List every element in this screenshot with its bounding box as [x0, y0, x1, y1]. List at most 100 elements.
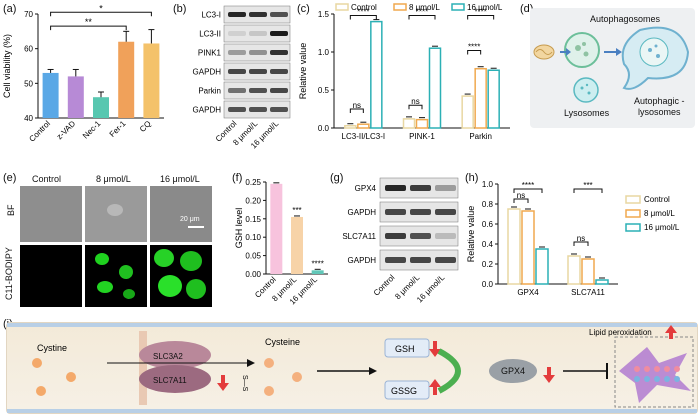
bf-image-8	[85, 186, 147, 242]
legend-label: 8 μmol/L	[409, 3, 440, 12]
significance-bracket	[467, 15, 495, 20]
panel-label-b: (b)	[173, 3, 187, 15]
blot-band	[249, 69, 267, 74]
y-tick-label: 0.2	[482, 260, 494, 269]
bar	[487, 69, 500, 129]
legend-label: 16 μmol/L	[644, 223, 680, 232]
microscopy-panel-e: Control 8 μmol/L 16 μmol/L BF C11-BODIPY…	[0, 172, 232, 312]
blot-band	[228, 50, 246, 55]
ss-bond-label: S—S	[241, 375, 248, 392]
blot-band	[270, 31, 288, 36]
gsh-label: GSH	[395, 344, 415, 354]
blot-band	[435, 233, 456, 239]
legend-swatch	[625, 223, 641, 232]
down-arrow-icon	[217, 375, 229, 391]
bar	[595, 279, 609, 285]
blot-band	[249, 12, 267, 17]
fluor-image-16	[150, 245, 212, 307]
bar	[535, 248, 549, 285]
blot-row-label: GAPDH	[348, 256, 377, 265]
panel-label-f: (f)	[232, 172, 243, 184]
bar	[461, 95, 474, 129]
col-label-control: Control	[32, 174, 62, 184]
blot-row-label: LC3-I	[201, 11, 221, 20]
row-label-bf: BF	[6, 204, 16, 216]
legend-swatch	[451, 3, 465, 11]
y-tick-label: 0.10	[245, 233, 261, 242]
y-tick-label: 70	[24, 10, 33, 19]
green-cycle-arrow	[437, 348, 461, 394]
y-tick-label: 0.0	[318, 124, 330, 133]
blot-row-label: GAPDH	[193, 106, 222, 115]
lipid-box	[614, 336, 694, 408]
blot-band	[270, 50, 288, 55]
blot-band	[270, 69, 288, 74]
autophagic-lysosomes-label: lysosomes	[638, 107, 681, 117]
mitochondria-icon	[533, 44, 555, 60]
cysteine-label: Cysteine	[265, 337, 300, 347]
blot-band	[270, 107, 288, 112]
significance-label: ****	[357, 8, 369, 17]
significance-label: ****	[311, 259, 323, 268]
blot-band	[435, 209, 456, 215]
y-axis-label: Cell viability (%)	[2, 34, 12, 98]
significance-bracket	[408, 104, 423, 110]
bar	[93, 97, 109, 118]
significance-label: ns	[353, 101, 361, 110]
x-tick-label: Parkin	[469, 132, 492, 141]
lipid-burst	[619, 347, 691, 403]
down-arrow-icon	[429, 341, 441, 357]
lysosome-icon	[573, 77, 599, 103]
blot-band	[270, 88, 288, 93]
blot-band	[228, 12, 246, 17]
y-tick-label: 1.0	[482, 180, 494, 189]
significance-bracket	[349, 108, 364, 113]
lysosomes-label: Lysosomes	[564, 108, 610, 118]
fluor-image-8	[85, 245, 147, 307]
significance-label: ****	[416, 8, 428, 17]
legend-label: 16 μmol/L	[467, 3, 503, 12]
significance-label: ****	[474, 8, 486, 17]
legend-swatch	[393, 3, 407, 11]
blot-band	[410, 257, 431, 263]
y-tick-label: 0.15	[245, 215, 261, 224]
bar	[42, 72, 59, 118]
bar	[291, 216, 303, 274]
blot-row-label: PINK1	[198, 49, 222, 58]
y-axis-label: Relative value	[298, 43, 308, 100]
bar	[344, 124, 357, 129]
x-tick-label: CQ	[138, 119, 153, 134]
gssg-box	[384, 380, 430, 400]
y-tick-label: 0.0	[482, 280, 494, 289]
autophagic-label: Autophagic -	[634, 96, 685, 106]
significance-bracket	[513, 198, 529, 203]
blot-band	[385, 209, 406, 215]
lipid-bilayer	[634, 366, 680, 382]
blot-band	[410, 233, 431, 239]
blot-lane-label: 16 μmol/L	[415, 273, 447, 305]
blot-row-label: GPX4	[355, 184, 377, 193]
gsh-box	[384, 338, 430, 358]
bar	[143, 43, 160, 118]
bf-image-control	[20, 186, 82, 242]
arrow-icon	[369, 367, 377, 375]
arrow-icon	[560, 48, 622, 56]
slc-transporter: SLC3A2 SLC7A11	[139, 331, 229, 405]
panel-label-a: (a)	[3, 3, 17, 15]
panel-label-c: (c)	[297, 3, 310, 15]
y-tick-label: 0.00	[245, 270, 261, 279]
significance-label: *	[99, 3, 103, 13]
panel-label-e: (e)	[3, 172, 17, 184]
blot-band	[228, 69, 246, 74]
x-tick-label: LC3-II/LC3-I	[342, 132, 386, 141]
significance-label: ns	[577, 234, 585, 243]
legend-label: Control	[351, 3, 377, 12]
down-arrow-icon	[543, 367, 555, 383]
blot-band	[228, 31, 246, 36]
cystine-label: Cystine	[37, 343, 67, 353]
